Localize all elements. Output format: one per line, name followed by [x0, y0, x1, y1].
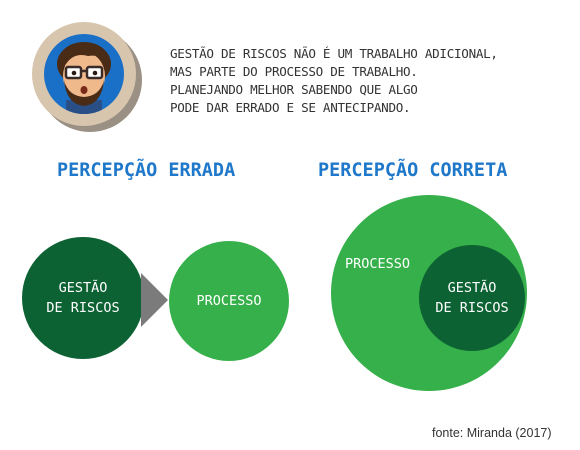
risk-inner-label-line2: DE RISCOS — [435, 300, 509, 316]
heading-wrong-perception: PERCEPÇÃO ERRADA — [57, 160, 236, 181]
quote-line: PLANEJANDO MELHOR SABENDO QUE ALGO — [170, 82, 418, 97]
risk-inner-label-line1: GESTÃO — [447, 280, 497, 296]
process-outer-label: PROCESSO — [345, 256, 411, 272]
source-caption: fonte: Miranda (2017) — [432, 426, 552, 440]
avatar-icon — [44, 34, 124, 114]
quote-line: MAS PARTE DO PROCESSO DE TRABALHO. — [170, 64, 418, 79]
quote-line: PODE DAR ERRADO E SE ANTECIPANDO. — [170, 100, 411, 115]
quote-line: GESTÃO DE RISCOS NÃO É UM TRABALHO ADICI… — [170, 46, 498, 61]
risk-management-circle: GESTÃO DE RISCOS — [22, 237, 144, 359]
quote-text: GESTÃO DE RISCOS NÃO É UM TRABALHO ADICI… — [170, 45, 498, 117]
process-label: PROCESSO — [196, 293, 262, 309]
process-circle: PROCESSO — [169, 241, 289, 361]
risk-label-line2: DE RISCOS — [46, 300, 120, 316]
risk-label-line1: GESTÃO — [58, 280, 108, 296]
risk-management-inner-circle: GESTÃO DE RISCOS — [419, 245, 525, 351]
avatar — [32, 22, 144, 134]
heading-correct-perception: PERCEPÇÃO CORRETA — [318, 160, 508, 181]
arrow-right-icon — [141, 273, 168, 327]
avatar-ring — [32, 22, 136, 126]
